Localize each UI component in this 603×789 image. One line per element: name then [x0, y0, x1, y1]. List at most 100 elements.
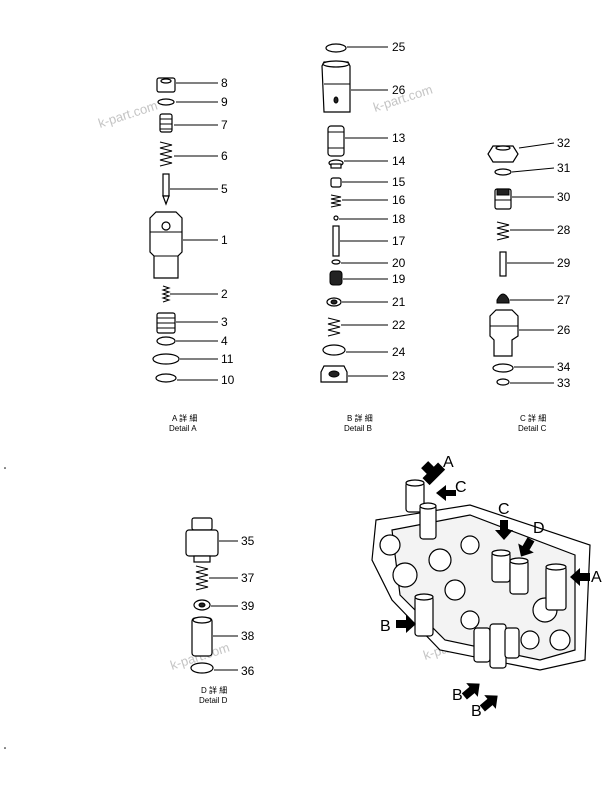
part-label: 27	[557, 293, 571, 307]
part-24-o-ring	[322, 344, 346, 356]
detail-a: 8 9 7 6 5 1 2 3 4 11 10 A 詳 細 Detail A	[149, 76, 235, 433]
part-label: 13	[392, 131, 406, 145]
part-label: 23	[392, 369, 406, 383]
part-label: 32	[557, 136, 571, 150]
detail-d-caption: D 詳 細	[201, 685, 227, 695]
callout-arrow	[396, 615, 416, 633]
part-label: 16	[392, 193, 406, 207]
part-4-o-ring	[156, 336, 176, 346]
part-19-poppet	[329, 270, 343, 286]
part-label: 26	[392, 83, 406, 97]
valve-cartridge	[414, 595, 434, 637]
part-36-o-ring	[190, 662, 214, 674]
valve-cartridge	[419, 504, 437, 540]
detail-b-caption: Detail B	[344, 424, 372, 433]
callout-label: B	[471, 703, 482, 720]
part-28-spring	[496, 221, 510, 241]
part-label: 29	[557, 256, 571, 270]
callout-label: A	[591, 569, 602, 586]
detail-c: 32 31 30 28 29 27 26 34 33 C 詳 細 Detail …	[487, 136, 571, 433]
part-label: 28	[557, 223, 571, 237]
detail-c-caption: Detail C	[518, 424, 547, 433]
part-5-poppet	[162, 173, 170, 197]
part-label: 21	[392, 295, 406, 309]
part-label: 6	[221, 149, 228, 163]
callout-label: A	[443, 454, 454, 471]
part-label: 35	[241, 534, 255, 548]
part-label: 22	[392, 318, 406, 332]
valve-cartridge	[473, 627, 491, 663]
detail-d-caption: Detail D	[199, 696, 228, 705]
valve-assembly: A C C D A B B B	[371, 454, 602, 720]
part-29-pin	[499, 251, 507, 277]
detail-b-caption: B 詳 細	[347, 413, 373, 423]
callout-label: B	[380, 618, 391, 635]
part-label: 38	[241, 629, 255, 643]
part-11-o-ring	[152, 353, 180, 365]
callout-label: C	[455, 479, 467, 496]
valve-cartridge	[545, 565, 567, 611]
part-label: 36	[241, 664, 255, 678]
callout-arrow	[518, 537, 535, 557]
part-label: 3	[221, 315, 228, 329]
part-25-o-ring	[325, 43, 347, 53]
detail-b: 25 26 13 14 15 16 18 17 20 19 21 22 24 2…	[320, 40, 406, 433]
part-22-spring	[327, 317, 341, 337]
detail-d: 35 37 39 38 36 D 詳 細 Detail D	[185, 517, 255, 705]
part-34-o-ring	[492, 363, 514, 373]
part-32-hex-nut	[487, 145, 519, 163]
callout-arrow	[479, 695, 498, 712]
part-label: 31	[557, 161, 571, 175]
part-label: 4	[221, 334, 228, 348]
part-label: 15	[392, 175, 406, 189]
part-18-ball	[333, 215, 339, 221]
valve-cartridge	[504, 627, 520, 659]
detail-c-caption: C 詳 細	[520, 413, 546, 423]
valve-cartridge	[509, 559, 529, 595]
detail-a-caption: Detail A	[169, 424, 197, 433]
part-label: 33	[557, 376, 571, 390]
part-label: 17	[392, 234, 406, 248]
part-38-body	[191, 617, 213, 657]
part-31-o-ring	[494, 168, 512, 176]
part-label: 25	[392, 40, 406, 54]
part-2-spring	[161, 285, 171, 303]
part-16-spring	[330, 194, 342, 208]
part-label: 20	[392, 256, 406, 270]
watermark: k-part.com	[96, 98, 159, 131]
valve-cartridge	[489, 623, 507, 669]
part-33-backup-ring	[496, 378, 510, 386]
part-label: 7	[221, 118, 228, 132]
callout-arrow	[421, 461, 446, 486]
part-label: 2	[221, 287, 228, 301]
part-label: 8	[221, 76, 228, 90]
part-label: 37	[241, 571, 255, 585]
part-label: 24	[392, 345, 406, 359]
callout-arrow	[436, 485, 456, 501]
part-label: 18	[392, 212, 406, 226]
part-27-poppet	[496, 293, 510, 304]
callout-label: B	[452, 687, 463, 704]
part-15-seat	[330, 177, 342, 188]
part-label: 9	[221, 95, 228, 109]
callout-arrow	[495, 520, 513, 540]
callout-label: D	[533, 520, 545, 537]
part-9-o-ring	[157, 98, 175, 106]
part-label: 10	[221, 373, 235, 387]
part-label: 30	[557, 190, 571, 204]
part-10-backup-ring	[155, 373, 177, 383]
part-13-plunger	[327, 125, 345, 157]
callout-label: C	[498, 501, 510, 518]
part-26-body	[489, 309, 519, 357]
part-label: 11	[221, 352, 234, 366]
part-20-ring	[331, 259, 341, 265]
part-26-cap	[321, 61, 351, 113]
part-label: 14	[392, 154, 406, 168]
part-37-spring	[195, 565, 209, 591]
callout-arrow	[570, 568, 590, 586]
part-17-rod	[332, 225, 340, 257]
callout-arrow	[461, 683, 480, 700]
part-6-spring	[159, 141, 173, 167]
part-label: 26	[557, 323, 571, 337]
